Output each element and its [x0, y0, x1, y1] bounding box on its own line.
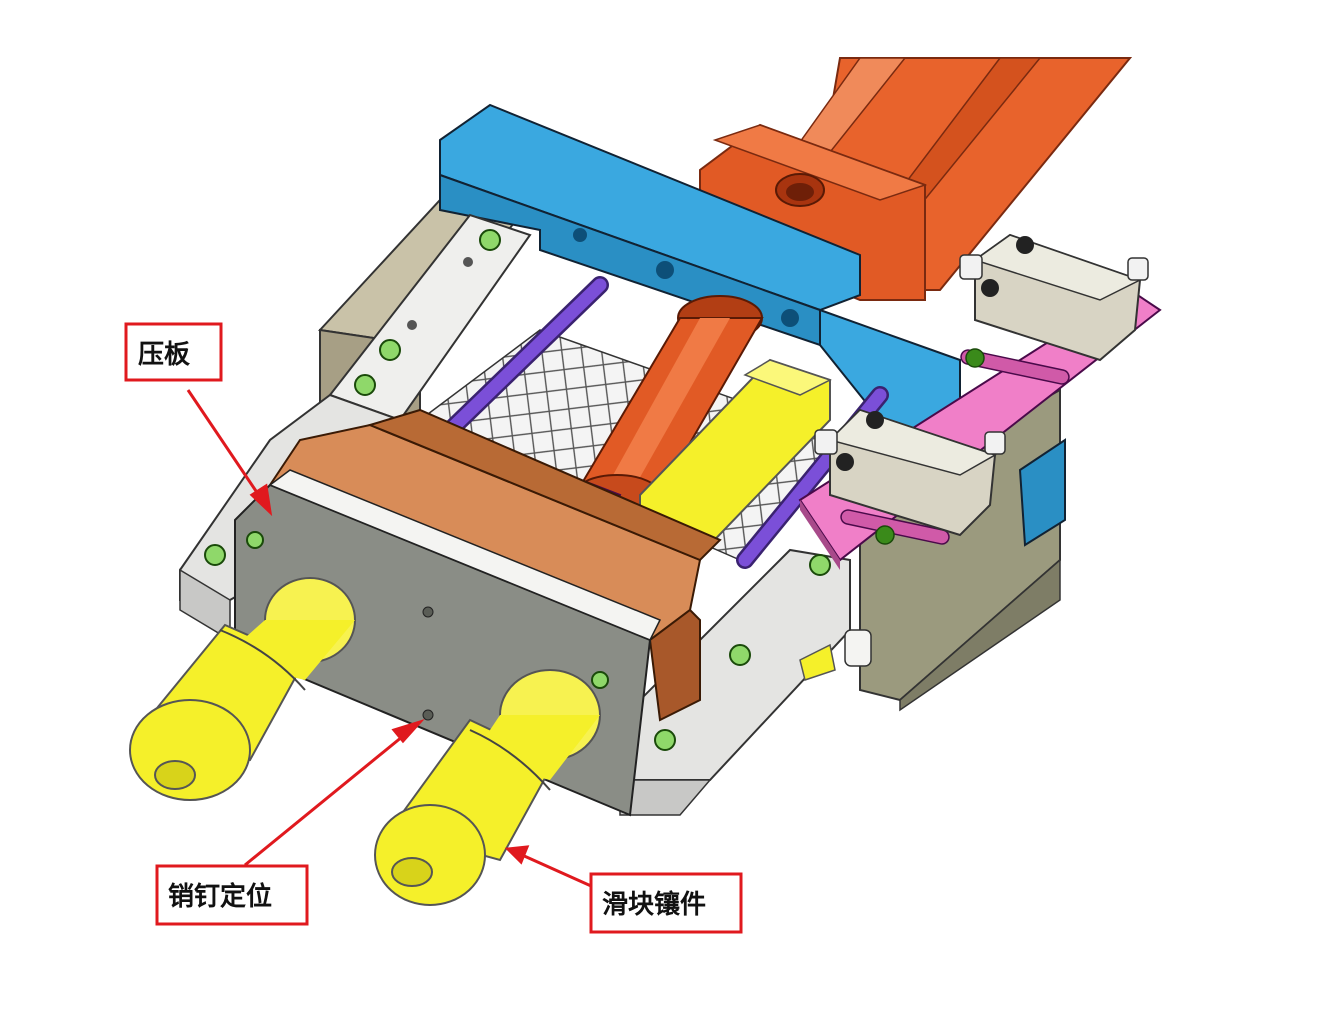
- limit-switch-upper: [959, 233, 1149, 362]
- annotation-arrows: [186, 389, 601, 892]
- svg-text:压板: 压板: [138, 340, 190, 370]
- label-pressure-plate: 压板: [124, 322, 223, 382]
- slider-insert-right: [374, 669, 601, 906]
- svg-text:滑块镶件: 滑块镶件: [602, 889, 706, 920]
- label-slider-insert: 滑块镶件: [589, 872, 743, 934]
- limit-switch-lower: [814, 408, 1006, 537]
- hydraulic-cylinder: [699, 57, 1133, 301]
- svg-text:销钉定位: 销钉定位: [168, 881, 272, 912]
- label-pin-positioning: 销钉定位: [155, 864, 309, 926]
- side-fittings: [799, 629, 872, 681]
- slider-insert-left: [129, 577, 356, 801]
